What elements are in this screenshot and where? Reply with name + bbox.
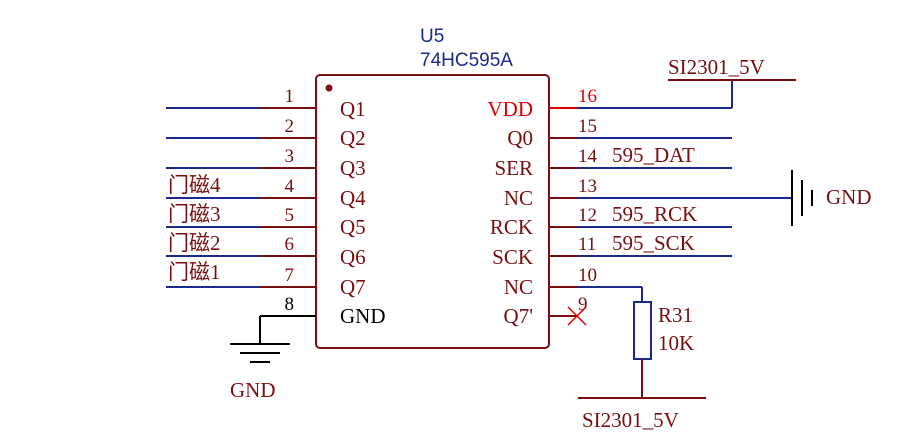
gnd-symbol-left (230, 316, 290, 363)
pin-name-q7-prime: Q7' (504, 304, 533, 328)
net-label-door-sensor-1: 门磁1 (168, 260, 221, 284)
pin-number-2: 2 (285, 116, 295, 137)
pin-number-8: 8 (285, 294, 295, 315)
pin-name-q0: Q0 (507, 126, 533, 150)
resistor-designator: R31 (658, 303, 693, 327)
component-designator: U5 (420, 26, 444, 47)
pin-name-ser: SER (494, 156, 533, 180)
pin-number-5: 5 (285, 205, 295, 226)
pin-number-1: 1 (285, 86, 295, 107)
pin-number-6: 6 (285, 234, 295, 255)
pin-name-q6: Q6 (340, 245, 366, 269)
pin-number-16: 16 (578, 86, 597, 107)
left-net-wires (166, 107, 260, 288)
right-pin-stubs (549, 107, 578, 317)
net-label-door-sensor-2: 门磁2 (168, 231, 221, 255)
pin-number-15: 15 (578, 116, 597, 137)
pin-name-q7: Q7 (340, 275, 366, 299)
resistor-value: 10K (658, 331, 694, 355)
pin-name-sck: SCK (492, 245, 533, 269)
pin-number-10: 10 (578, 265, 597, 286)
pin-number-11: 11 (578, 234, 596, 255)
pin-number-7: 7 (285, 265, 295, 286)
pin-name-q5: Q5 (340, 215, 366, 239)
pin-number-4: 4 (285, 176, 295, 197)
pin-number-12: 12 (578, 205, 597, 226)
no-connect-marker (567, 306, 587, 326)
net-label-595-sck: 595_SCK (612, 231, 695, 255)
pin-name-q4: Q4 (340, 186, 366, 210)
component-part-number: 74HC595A (420, 50, 513, 71)
pin-name-gnd: GND (340, 304, 386, 328)
pin-number-3: 3 (285, 146, 295, 167)
pin-number-9: 9 (578, 294, 588, 315)
pin-name-q1: Q1 (340, 97, 366, 121)
vdd-power-label: SI2301_5V (668, 55, 765, 79)
pin-number-13: 13 (578, 176, 597, 197)
pin-name-vdd: VDD (488, 97, 534, 121)
pin-name-q2: Q2 (340, 126, 366, 150)
resistor-power-label: SI2301_5V (582, 408, 679, 432)
resistor-r31-body (633, 301, 652, 360)
pin-name-nc-13: NC (504, 186, 533, 210)
net-label-595-rck: 595_RCK (612, 202, 697, 226)
right-net-wires (578, 80, 792, 302)
pin-name-rck: RCK (490, 215, 533, 239)
gnd-symbol-right (791, 170, 813, 226)
gnd-label-left: GND (230, 378, 276, 402)
ic-body (315, 74, 550, 349)
net-label-door-sensor-3: 门磁3 (168, 202, 221, 226)
pin-number-14: 14 (578, 146, 598, 167)
net-label-595-dat: 595_DAT (612, 143, 695, 167)
gnd-label-right: GND (826, 185, 872, 209)
left-pin-stubs (260, 107, 316, 317)
pin-name-nc-10: NC (504, 275, 533, 299)
pin-name-q3: Q3 (340, 156, 366, 180)
pin1-marker-dot (325, 84, 333, 92)
net-label-door-sensor-4: 门磁4 (168, 173, 221, 197)
